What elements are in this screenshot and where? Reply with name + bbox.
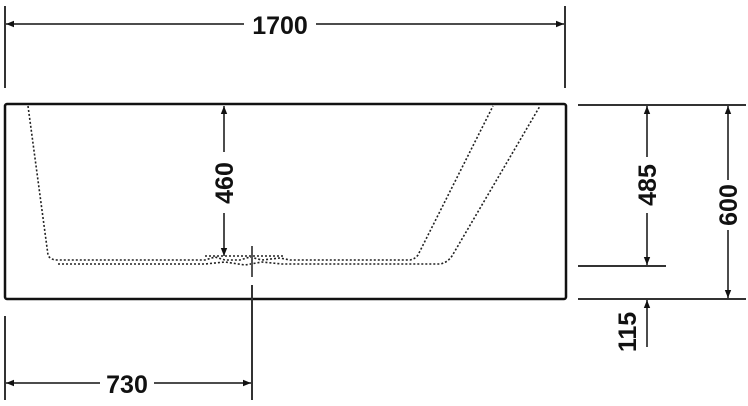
height-485-dimension: 485 <box>634 106 662 265</box>
drain-offset-dimension: 730 <box>4 316 251 400</box>
inner-basin-dotted <box>27 105 541 266</box>
overall-length-label: 1700 <box>252 12 308 40</box>
height-extension-lines <box>578 104 746 300</box>
overall-length-dimension: 1700 <box>4 6 566 88</box>
inner-depth-dimension: 460 <box>211 106 239 256</box>
height-485-label: 485 <box>634 164 662 206</box>
feet-height-label: 115 <box>614 312 642 352</box>
drain-offset-label: 730 <box>106 371 148 399</box>
tub-outline <box>3 102 568 301</box>
overall-height-label: 600 <box>715 184 743 226</box>
feet-height-dimension: 115 <box>614 300 651 352</box>
inner-depth-label: 460 <box>211 162 239 204</box>
overall-height-dimension: 600 <box>715 106 743 298</box>
